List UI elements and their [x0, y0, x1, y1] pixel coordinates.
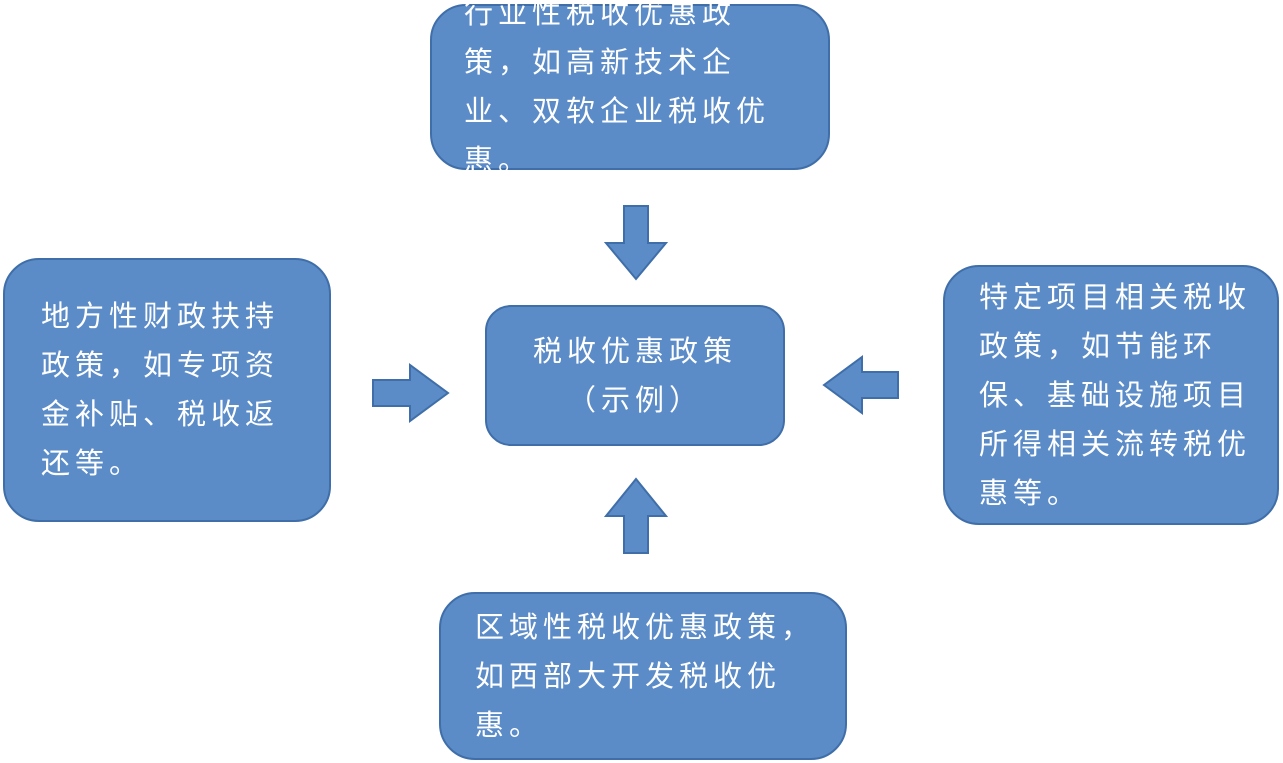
arrow-right-icon: [372, 363, 450, 423]
right-policy-text: 特定项目相关税收政策，如节能环保、基础设施项目所得相关流转税优惠等。: [979, 279, 1252, 510]
arrow-up-icon: [603, 477, 669, 554]
left-policy-box: 地方性财政扶持政策，如专项资金补贴、税收返还等。: [3, 258, 331, 522]
center-subtitle: （示例）: [566, 382, 703, 417]
left-policy-text: 地方性财政扶持政策，如专项资金补贴、税收返还等。: [41, 299, 280, 480]
center-title: 税收优惠政策: [532, 333, 737, 368]
bottom-policy-text: 区域性税收优惠政策，如西部大开发税收优惠。: [475, 609, 816, 742]
center-text: 税收优惠政策 （示例）: [533, 327, 737, 425]
arrow-down-icon: [603, 205, 669, 281]
right-policy-box: 特定项目相关税收政策，如节能环保、基础设施项目所得相关流转税优惠等。: [943, 265, 1279, 525]
top-policy-box: 行业性税收优惠政策，如高新技术企业、双软企业税收优惠。: [430, 0, 830, 177]
bottom-policy-box: 区域性税收优惠政策，如西部大开发税收优惠。: [439, 592, 847, 760]
top-policy-text: 行业性税收优惠政策，如高新技术企业、双软企业税收优惠。: [464, 0, 771, 177]
arrow-left-icon: [822, 355, 899, 415]
center-box: 税收优惠政策 （示例）: [485, 305, 785, 446]
